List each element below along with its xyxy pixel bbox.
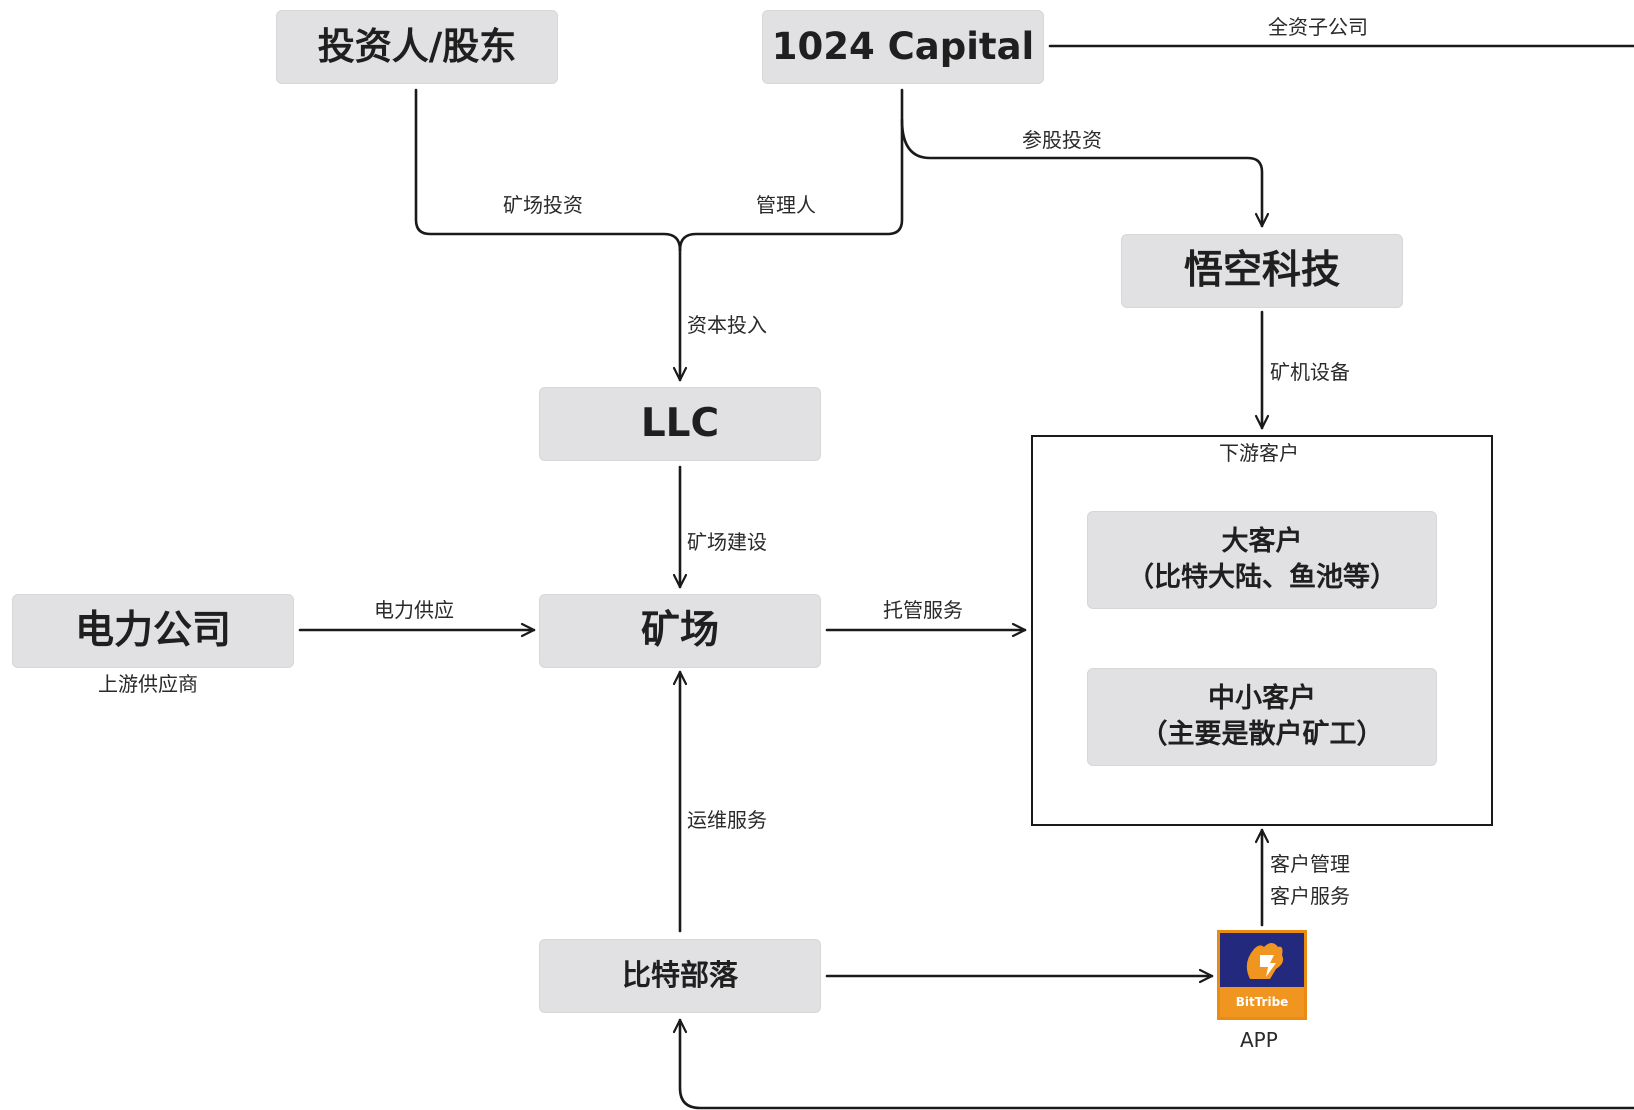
node-small-clients-line1: 中小客户 xyxy=(1208,682,1316,714)
edge-label-mine-investment: 矿场投资 xyxy=(503,193,583,217)
bittribe-logo-text: BitTribe xyxy=(1220,987,1304,1017)
node-big-clients-line1: 大客户 xyxy=(1221,525,1303,557)
edge-equity-investment xyxy=(900,118,1270,228)
node-bittribe-label: 比特部落 xyxy=(621,958,738,993)
downstream-customers-box xyxy=(1031,435,1493,826)
node-investors-label: 投资人/股东 xyxy=(317,25,517,69)
edge-loop-bittribe xyxy=(672,1018,1634,1110)
node-1024-capital-label: 1024 Capital xyxy=(771,25,1035,69)
edge-label-client-service: 客户服务 xyxy=(1270,884,1350,908)
node-power-company: 电力公司 xyxy=(12,594,294,668)
node-big-clients: 大客户 （比特大陆、鱼池等） xyxy=(1087,511,1437,609)
node-wukong-tech: 悟空科技 xyxy=(1121,234,1403,308)
bittribe-app-icon: BitTribe xyxy=(1217,930,1307,1020)
node-investors: 投资人/股东 xyxy=(276,10,558,84)
bittribe-logo-icon xyxy=(1246,943,1284,979)
edge-label-hosting-service: 托管服务 xyxy=(883,598,963,622)
downstream-customers-title: 下游客户 xyxy=(1219,441,1299,465)
node-wukong-tech-label: 悟空科技 xyxy=(1183,247,1340,293)
node-mine: 矿场 xyxy=(539,594,821,668)
edge-label-equity-investment: 参股投资 xyxy=(1022,128,1102,152)
edge-label-ops-service: 运维服务 xyxy=(687,808,767,832)
node-power-company-caption: 上游供应商 xyxy=(98,672,198,696)
node-small-clients: 中小客户 （主要是散户矿工） xyxy=(1087,668,1437,766)
node-mine-label: 矿场 xyxy=(640,607,719,653)
edge-mine-investment xyxy=(414,88,682,252)
node-bittribe: 比特部落 xyxy=(539,939,821,1013)
edge-label-capital-input: 资本投入 xyxy=(687,313,767,337)
node-power-company-label: 电力公司 xyxy=(74,607,231,653)
edge-label-power-supply: 电力供应 xyxy=(374,598,454,622)
node-small-clients-line2: （主要是散户矿工） xyxy=(1140,719,1384,750)
edge-label-client-management: 客户管理 xyxy=(1270,852,1350,876)
node-llc-label: LLC xyxy=(640,400,720,446)
node-llc: LLC xyxy=(539,387,821,461)
edge-label-wholly-owned: 全资子公司 xyxy=(1268,15,1368,39)
edge-label-mining-equipment: 矿机设备 xyxy=(1270,360,1350,384)
node-big-clients-line2: （比特大陆、鱼池等） xyxy=(1127,562,1397,593)
edge-label-manager: 管理人 xyxy=(756,193,816,217)
app-caption: APP xyxy=(1240,1028,1278,1052)
edge-manager xyxy=(678,88,904,252)
edge-label-mine-construction: 矿场建设 xyxy=(687,530,767,554)
node-1024-capital: 1024 Capital xyxy=(762,10,1044,84)
